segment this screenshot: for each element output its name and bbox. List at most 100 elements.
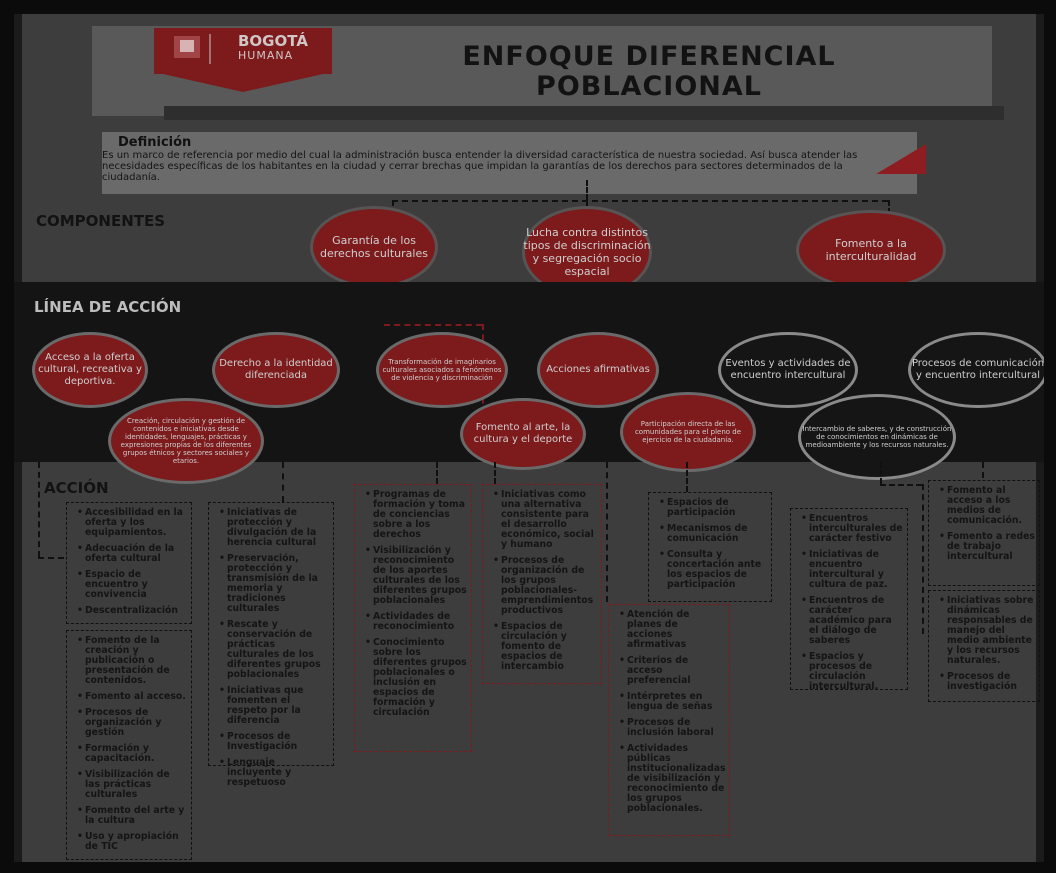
action-line-label-4: Acciones afirmativas — [546, 364, 650, 375]
component-circle-1: Garantía de los derechos culturales — [310, 206, 438, 288]
action-item: Lenguaje incluyente y respetuoso — [219, 758, 329, 788]
title-line-2: POBLACIONAL — [536, 71, 762, 102]
action-lines-heading: LÍNEA DE ACCIÓN — [34, 298, 182, 316]
action-line-label-7: Creación, circulación y gestión de conte… — [120, 417, 252, 465]
action-item: Fomento a redes de trabajo intercultural — [939, 532, 1035, 562]
action-list-1a: Accesibilidad en la oferta y los equipam… — [66, 502, 192, 624]
definition-box — [102, 132, 917, 194]
action-line-label-5: Eventos y actividades de encuentro inter… — [725, 358, 851, 381]
action-item: Espacios de circulación y fomento de esp… — [493, 622, 597, 672]
action-line-label-3: Transformación de imaginarios culturales… — [382, 358, 502, 382]
action-item: Rescate y conservación de prácticas cult… — [219, 620, 329, 680]
action-list-2: Iniciativas de protección y divulgación … — [208, 502, 334, 788]
action-line-label-8: Fomento al arte, la cultura y el deporte — [473, 422, 573, 445]
action-line-label-6: Procesos de comunicación y encuentro int… — [911, 358, 1044, 381]
action-item: Encuentros interculturales de carácter f… — [801, 514, 903, 544]
connector — [922, 484, 924, 634]
action-item: Accesibilidad en la oferta y los equipam… — [77, 508, 187, 538]
definition-ribbon — [876, 144, 926, 174]
connector — [686, 462, 688, 492]
action-line-1: Acceso a la oferta cultural, recreativa … — [32, 332, 148, 408]
components-heading: COMPONENTES — [36, 212, 166, 230]
action-list-3: Programas de formación y toma de concien… — [354, 484, 472, 752]
component-label-3: Fomento a la interculturalidad — [825, 237, 917, 263]
action-item: Espacios y procesos de circulación inter… — [801, 652, 903, 692]
action-line-6: Procesos de comunicación y encuentro int… — [908, 332, 1044, 408]
connector — [38, 557, 64, 559]
action-item: Procesos de organización de los grupos p… — [493, 556, 597, 616]
action-item: Mecanismos de comunicación — [659, 524, 767, 544]
action-line-9: Participación directa de las comunidades… — [620, 392, 756, 472]
action-item: Programas de formación y toma de concien… — [365, 490, 467, 540]
component-label-1: Garantía de los derechos culturales — [320, 234, 428, 260]
connector — [606, 462, 608, 602]
action-line-10: Intercambio de saberes, y de construcció… — [798, 394, 956, 480]
action-item: Procesos de inclusión laboral — [619, 718, 725, 738]
action-item: Actividades de reconocimiento — [365, 612, 467, 632]
action-item: Fomento del arte y la cultura — [77, 806, 187, 826]
title-line-1: ENFOQUE DIFERENCIAL — [462, 41, 836, 72]
action-item: Iniciativas de encuentro intercultural y… — [801, 550, 903, 590]
component-circle-3: Fomento a la interculturalidad — [796, 210, 946, 290]
infographic-poster: BOGOTÁ HUMANA ENFOQUE DIFERENCIAL POBLAC… — [14, 14, 1044, 862]
action-item: Conocimiento sobre los diferentes grupos… — [365, 638, 467, 718]
action-item: Encuentros de carácter académico para el… — [801, 596, 903, 646]
connector — [880, 462, 882, 484]
action-list-1b: Fomento de la creación y publicación o p… — [66, 630, 192, 860]
connector — [384, 324, 482, 326]
connector — [982, 462, 984, 478]
action-item: Adecuación de la oferta cultural — [77, 544, 187, 564]
action-item: Fomento al acceso. — [77, 692, 187, 703]
connector — [880, 484, 922, 486]
action-item: Procesos de Investigación — [219, 732, 329, 752]
action-list-6: Encuentros interculturales de carácter f… — [790, 508, 908, 692]
action-item: Espacio de encuentro y convivencia — [77, 570, 187, 600]
action-line-7: Creación, circulación y gestión de conte… — [108, 398, 264, 484]
connector — [494, 462, 496, 484]
action-item: Intérpretes en lengua de señas — [619, 692, 725, 712]
action-item: Iniciativas que fomenten el respeto por … — [219, 686, 329, 726]
action-heading: ACCIÓN — [44, 479, 109, 497]
title-shadow — [164, 106, 1004, 120]
component-label-2: Lucha contra distintos tipos de discrimi… — [523, 226, 651, 278]
connector — [282, 462, 284, 502]
action-item: Fomento al acceso a los medios de comuni… — [939, 486, 1035, 526]
bogota-logo: BOGOTÁ HUMANA — [154, 28, 332, 74]
action-line-label-2: Derecho a la identidad diferenciada — [219, 358, 333, 381]
action-item: Fomento de la creación y publicación o p… — [77, 636, 187, 686]
connector — [436, 462, 438, 484]
action-item: Uso y apropiación de TIC — [77, 832, 187, 852]
connector — [38, 462, 40, 557]
action-item: Criterios de acceso preferencial — [619, 656, 725, 686]
action-list-7a: Fomento al acceso a los medios de comuni… — [928, 480, 1040, 586]
action-list-5b: Atención de planes de acciones afirmativ… — [608, 604, 730, 836]
action-line-label-1: Acceso a la oferta cultural, recreativa … — [38, 352, 142, 387]
action-item: Iniciativas sobre dinámicas responsables… — [939, 596, 1035, 666]
action-line-2: Derecho a la identidad diferenciada — [212, 332, 340, 408]
action-list-7b: Iniciativas sobre dinámicas responsables… — [928, 590, 1040, 702]
action-line-label-9: Participación directa de las comunidades… — [634, 420, 742, 444]
action-item: Iniciativas como una alternativa consist… — [493, 490, 597, 550]
logo-humana: HUMANA — [238, 49, 294, 62]
action-item: Iniciativas de protección y divulgación … — [219, 508, 329, 548]
action-line-label-10: Intercambio de saberes, y de construcció… — [802, 425, 952, 449]
connector — [392, 200, 888, 202]
action-list-5a: Espacios de participaciónMecanismos de c… — [648, 492, 772, 602]
logo-ribbon-tail — [154, 72, 332, 92]
action-line-3: Transformación de imaginarios culturales… — [376, 332, 508, 408]
action-item: Actividades públicas institucionalizadas… — [619, 744, 726, 814]
definition-text: Es un marco de referencia por medio del … — [102, 150, 858, 183]
action-line-4: Acciones afirmativas — [537, 332, 659, 408]
coat-of-arms-icon — [174, 34, 211, 64]
action-line-8: Fomento al arte, la cultura y el deporte — [460, 398, 586, 470]
action-item: Visibilización de las prácticas cultural… — [77, 770, 187, 800]
action-list-4: Iniciativas como una alternativa consist… — [482, 484, 602, 684]
action-item: Visibilización y reconocimiento de los a… — [365, 546, 467, 606]
action-item: Atención de planes de acciones afirmativ… — [619, 610, 725, 650]
action-line-5: Eventos y actividades de encuentro inter… — [718, 332, 858, 408]
page-title: ENFOQUE DIFERENCIAL POBLACIONAL — [369, 42, 929, 102]
action-item: Formación y capacitación. — [77, 744, 187, 764]
definition-title: Definición — [118, 135, 192, 150]
logo-bogota: BOGOTÁ — [238, 32, 308, 50]
